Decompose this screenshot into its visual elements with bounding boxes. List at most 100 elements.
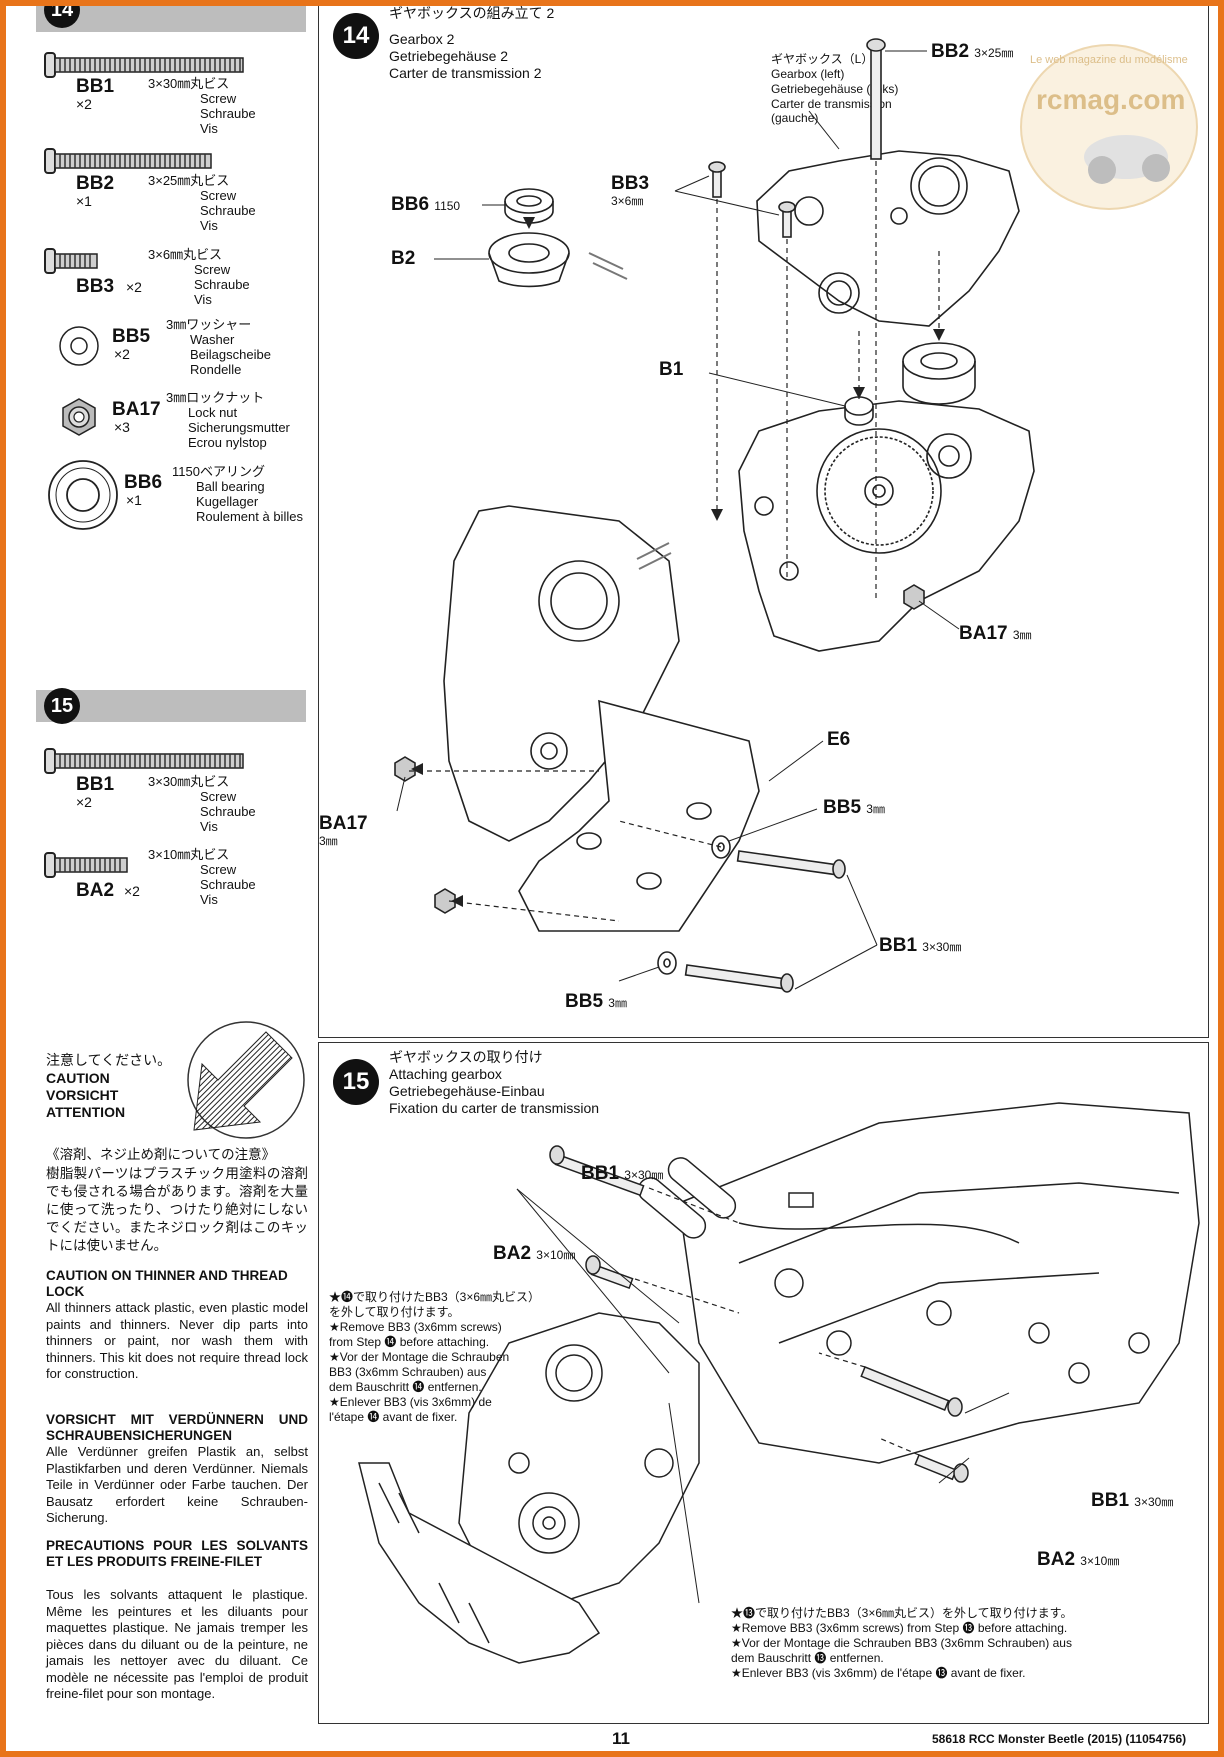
label-bb1: BB1 3×30㎜ xyxy=(879,935,962,956)
part-de: Schraube xyxy=(200,877,256,892)
note-line: from Step ⓮ before attaching. xyxy=(329,1335,490,1349)
part-code: BB6 xyxy=(124,472,163,493)
watermark-tagline: Le web magazine du modélisme xyxy=(1030,54,1188,66)
part-size: 3×30㎜丸ビス xyxy=(148,76,230,91)
part-qty: ×1 xyxy=(76,193,92,209)
note-line: ★⓮で取り付けたBB3（3×6㎜丸ビス） xyxy=(329,1290,541,1304)
part-fr: Ecrou nylstop xyxy=(188,435,267,450)
label-bb5-top: BB5 3㎜ xyxy=(823,797,885,818)
part-code: BB2 xyxy=(76,173,115,194)
label-bb1-right: BB1 3×30㎜ xyxy=(1091,1490,1174,1511)
caution-fr: ATTENTION xyxy=(46,1104,126,1120)
part-en: Ball bearing xyxy=(196,479,265,494)
part-size: 3×6㎜丸ビス xyxy=(148,247,223,262)
label-bb3: BB3 xyxy=(611,173,650,194)
label-b2: B2 xyxy=(391,248,416,269)
part-code: BB3 xyxy=(76,276,115,297)
part-fr: Vis xyxy=(194,292,212,307)
part-size: 3×30㎜丸ビス xyxy=(148,774,230,789)
caution-de: VORSICHT xyxy=(46,1087,119,1103)
step14-title-fr: Carter de transmission 2 xyxy=(389,65,542,81)
caution-en: CAUTION xyxy=(46,1070,110,1086)
part-code: BB1 xyxy=(76,774,115,795)
part-code: BB1 xyxy=(76,76,115,97)
label-bb5-bottom: BB5 3㎜ xyxy=(565,991,627,1012)
en-head: CAUTION ON THINNER AND THREAD LOCK xyxy=(46,1268,288,1299)
fr-body: Tous les solvants attaquent le plastique… xyxy=(46,1587,308,1701)
jp-body: 樹脂製パーツはプラスチック用塗料の溶剤でも侵される場合があります。溶剤を大量に使… xyxy=(46,1166,308,1253)
part-en: Washer xyxy=(190,332,235,347)
part-fr: Vis xyxy=(200,218,218,233)
note-line: を外して取り付けます。 xyxy=(329,1305,460,1319)
rcmag-logo-icon xyxy=(1020,44,1198,210)
part-en: Screw xyxy=(200,789,237,804)
screw-6mm-icon xyxy=(44,248,98,274)
jp-head: 《溶剤、ネジ止め剤についての注意》 xyxy=(46,1147,276,1162)
step14-title-de: Getriebegehäuse 2 xyxy=(389,48,509,64)
part-de: Schraube xyxy=(194,277,250,292)
part-en: Screw xyxy=(200,188,237,203)
part-en: Screw xyxy=(200,91,237,106)
caution-arrow-icon xyxy=(187,1021,305,1139)
part-qty: ×2 xyxy=(76,96,92,112)
part-fr: Vis xyxy=(200,121,218,136)
label-e6: E6 xyxy=(827,729,851,750)
gearbox-left-en: Gearbox (left) xyxy=(771,67,845,81)
part-de: Schraube xyxy=(200,106,256,121)
label-bb6: BB6 1150 xyxy=(391,194,461,215)
part-en: Screw xyxy=(194,262,231,277)
lock-nut-icon xyxy=(62,398,96,436)
step15-sidebar-badge: 15 xyxy=(44,688,80,724)
note-line: BB3 (3x6mm Schrauben) aus xyxy=(329,1365,487,1379)
part-de: Kugellager xyxy=(196,494,259,509)
label-bb3-size: 3×6㎜ xyxy=(611,194,644,208)
part-fr: Vis xyxy=(200,892,218,907)
label-ba17-right: BA17 3㎜ xyxy=(959,623,1032,644)
part-code: BB5 xyxy=(112,326,151,347)
part-size: 3×25㎜丸ビス xyxy=(148,173,230,188)
label-bb1-top: BB1 3×30㎜ xyxy=(581,1163,664,1184)
note-line: ★Vor der Montage die Schrauben xyxy=(329,1350,510,1364)
note-line: l'étape ⓮ avant de fixer. xyxy=(329,1410,458,1424)
part-size: 3×10㎜丸ビス xyxy=(148,847,230,862)
step15-badge: 15 xyxy=(333,1059,379,1105)
part-qty: ×2 xyxy=(124,883,140,899)
part-code: BA2 xyxy=(76,880,115,901)
part-de: Schraube xyxy=(200,203,256,218)
part-qty: ×1 xyxy=(126,492,142,508)
note-line: ★Enlever BB3 (vis 3x6mm) de l'étape ⓭ av… xyxy=(731,1666,1026,1680)
part-fr: Rondelle xyxy=(190,362,242,377)
label-bb2: BB2 3×25㎜ xyxy=(931,41,1014,62)
product-id: 58618 RCC Monster Beetle (2015) (1105475… xyxy=(932,1732,1187,1746)
step14-title-jp: ギヤボックスの組み立て 2 xyxy=(389,6,555,21)
screw-25mm-icon xyxy=(44,148,212,174)
part-size: 3㎜ワッシャー xyxy=(166,317,252,332)
part-fr: Vis xyxy=(200,819,218,834)
step14-exploded-diagram xyxy=(394,38,1035,993)
screw-30mm-icon xyxy=(44,748,244,774)
fr-head: PRECAUTIONS POUR LES SOLVANTS ET LES PRO… xyxy=(46,1538,308,1569)
gearbox-left-fr2: (gauche) xyxy=(771,111,819,125)
part-qty: ×3 xyxy=(114,419,130,435)
step15-title-en: Attaching gearbox xyxy=(389,1066,502,1082)
part-qty: ×2 xyxy=(114,346,130,362)
page-number: 11 xyxy=(612,1729,630,1748)
part-de: Schraube xyxy=(200,804,256,819)
part-code: BA17 xyxy=(112,399,161,420)
part-size: 1150ベアリング xyxy=(172,464,265,479)
note-line: ★Remove BB3 (3x6mm screws) xyxy=(329,1320,502,1334)
step15-header-bar xyxy=(36,690,306,722)
label-ba2-right: BA2 3×10㎜ xyxy=(1037,1549,1120,1570)
de-head: VORSICHT MIT VERDÜNNERN UND SCHRAUBENSIC… xyxy=(46,1412,308,1443)
label-ba2-top: BA2 3×10㎜ xyxy=(493,1243,576,1264)
step15-title-fr: Fixation du carter de transmission xyxy=(389,1100,600,1116)
instruction-page: 14 BB1 ×2 3×30㎜丸ビス Screw Schraube Vis xyxy=(6,6,1218,1751)
part-en: Lock nut xyxy=(188,405,238,420)
step15-title-jp: ギヤボックスの取り付け xyxy=(389,1049,543,1065)
washer-icon xyxy=(59,326,99,366)
part-qty: ×2 xyxy=(126,279,142,295)
caution-jp: 注意してください。 xyxy=(46,1052,172,1068)
label-ba17-left-size: 3㎜ xyxy=(319,834,338,848)
part-fr: Roulement à billes xyxy=(196,509,303,524)
watermark-site: rcmag.com xyxy=(1036,84,1186,115)
